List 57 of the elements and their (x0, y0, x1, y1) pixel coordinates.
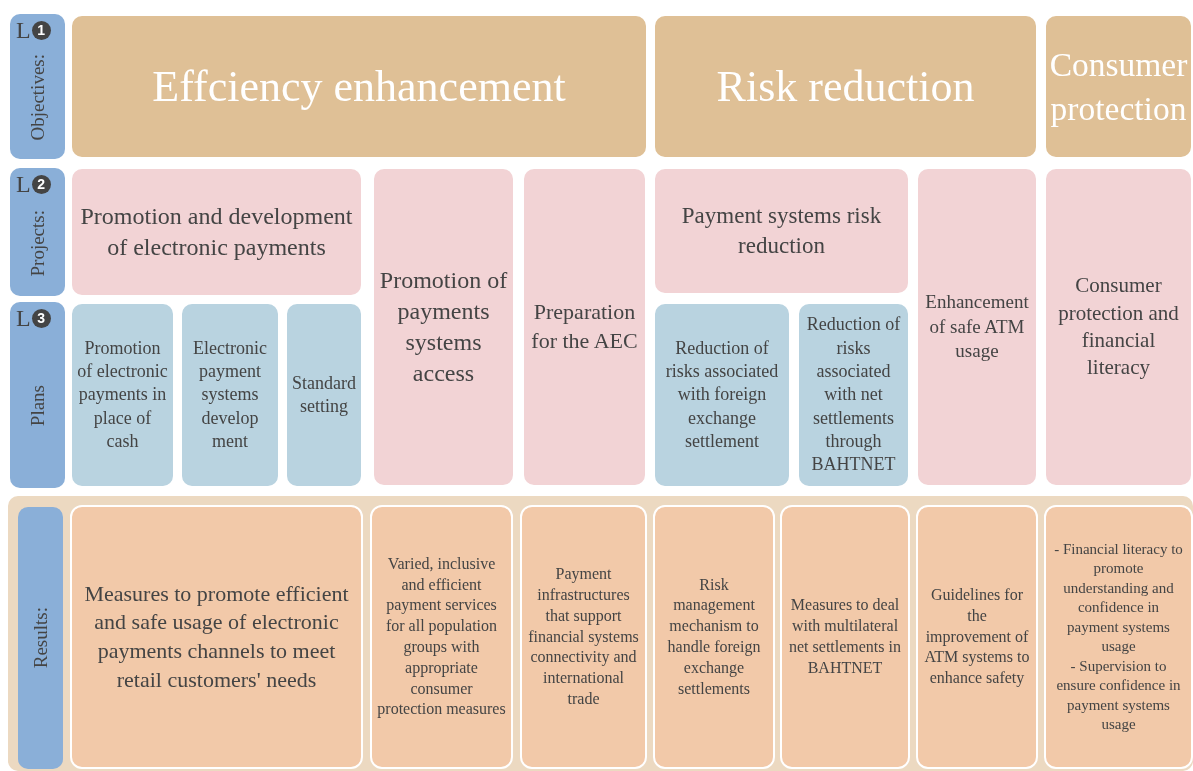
box-text: Consumer protection (1049, 44, 1188, 129)
row-header-box (10, 302, 65, 488)
project-box (372, 167, 515, 487)
level-number-badge: 2 (31, 174, 51, 194)
box-text: Promotion of payments systems access (379, 265, 508, 389)
box-text: Risk management mechanism to handle foreign exchange settlements (666, 574, 762, 699)
box-text: Preparation for the AEC (530, 298, 639, 355)
box-text: Standard setting (292, 371, 356, 418)
objective-box (653, 14, 1038, 159)
result-box (653, 505, 775, 769)
box-text: Payment systems risk reduction (680, 202, 883, 260)
level-letter: L (16, 18, 31, 42)
plan-box (653, 302, 791, 488)
box-text: Promotion of electronic payments in place of cash (77, 336, 168, 454)
result-box (780, 505, 910, 769)
level-number-badge: 3 (31, 308, 51, 328)
box-text: Electronic payment systems develop ment (192, 336, 268, 454)
objective-box (1044, 14, 1193, 159)
box-text: Measures to promote efficient and safe usage of electronic payments channels to meet retail customers' needs (83, 579, 350, 694)
row-header-box (10, 14, 65, 159)
box-text: Measures to deal with multilateral net settlements in BAHTNET (788, 595, 902, 678)
box-text: - Financial literacy to promote understanding and confidence in payment systems usage (1053, 539, 1184, 656)
box-text: Reduction of risks associated with net settlements through BAHTNET (805, 313, 902, 477)
plan-box (797, 302, 910, 488)
objective-box (70, 14, 648, 159)
row-heading: Projects: (26, 209, 49, 277)
project-box (916, 167, 1038, 487)
level-number-badge: 1 (31, 20, 51, 40)
level-letter: L (16, 306, 31, 330)
plan-box (285, 302, 363, 488)
result-box (370, 505, 513, 769)
box-text: Reduction of risks associated with foreign exchange settlement (664, 336, 780, 454)
box-text: Promotion and development of electronic payments (79, 201, 354, 262)
project-box (522, 167, 647, 487)
level-letter: L (16, 172, 31, 196)
result-box (520, 505, 647, 769)
box-text: Guidelines for the improvement of ATM systems to enhance safety (923, 585, 1031, 689)
plan-box (180, 302, 280, 488)
result-box (70, 505, 363, 769)
plan-box (70, 302, 175, 488)
project-box (653, 167, 910, 295)
row-heading: Results: (29, 607, 52, 669)
result-box (1044, 505, 1193, 769)
box-text: - Supervision to ensure confidence in payment systems usage (1055, 656, 1182, 734)
box-text: Consumer protection and financial literacy (1057, 272, 1180, 382)
project-box (70, 167, 363, 297)
box-text: Payment infrastructures that support financial systems connectivity and international trade (527, 564, 640, 709)
box-text: Risk reduction (716, 60, 975, 113)
project-box (1044, 167, 1193, 487)
result-box (916, 505, 1038, 769)
row-heading: Objectives: (26, 54, 49, 141)
row-header-box (10, 168, 65, 296)
box-text: Enhancement of safe ATM usage (924, 289, 1030, 364)
row-header-box (18, 507, 63, 769)
box-text: Effciency enhancement (152, 60, 566, 113)
row-heading: Plans (26, 385, 49, 427)
box-text: Varied, inclusive and efficient payment services for all population groups with appropriate consumer protection measures (377, 553, 506, 720)
